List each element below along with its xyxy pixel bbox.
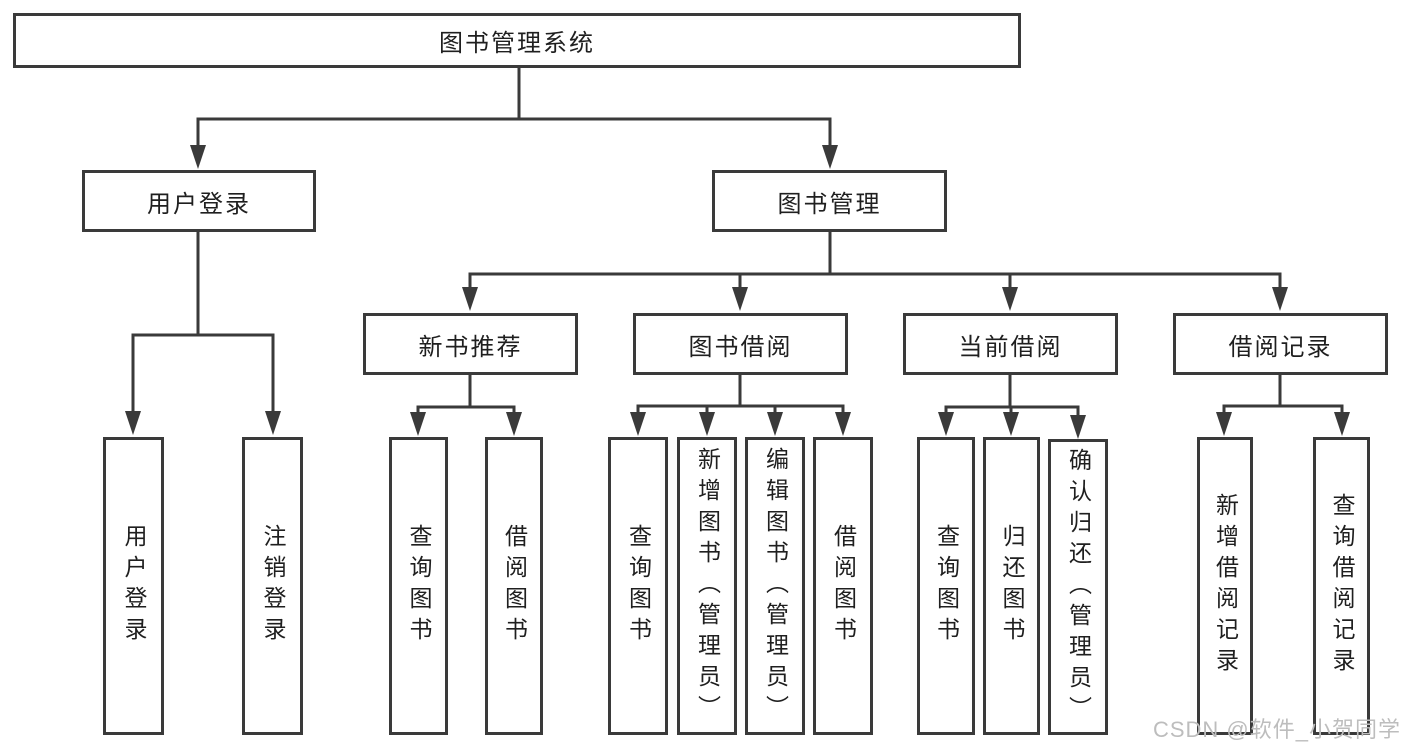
leaf-borrow-books-recommend-label: 借阅图书	[501, 524, 528, 648]
leaf-borrow-books-recommend: 借阅图书	[485, 437, 543, 735]
leaf-confirm-return-admin: 确认归还（管理员）	[1048, 439, 1108, 735]
node-borrow-records: 借阅记录	[1173, 313, 1388, 375]
node-current-borrow: 当前借阅	[903, 313, 1118, 375]
leaf-query-books-recommend: 查询图书	[389, 437, 448, 735]
leaf-query-books-recommend-label: 查询图书	[406, 524, 432, 648]
node-user-login: 用户登录	[82, 170, 316, 232]
leaf-query-books-borrow-label: 查询图书	[625, 524, 652, 648]
leaf-query-books-borrow: 查询图书	[608, 437, 668, 735]
leaf-user-login-label: 用户登录	[121, 524, 147, 648]
leaf-add-book-admin-label: 新增图书（管理员）	[694, 446, 721, 726]
node-new-book-recommend: 新书推荐	[363, 313, 578, 375]
node-library-system: 图书管理系统	[13, 13, 1021, 68]
leaf-borrow-books: 借阅图书	[813, 437, 873, 735]
leaf-add-borrow-record: 新增借阅记录	[1197, 437, 1253, 735]
leaf-query-books-current: 查询图书	[917, 437, 975, 735]
leaf-edit-book-admin-label: 编辑图书（管理员）	[762, 446, 789, 726]
leaf-return-book-label: 归还图书	[999, 524, 1025, 648]
leaf-query-borrow-record-label: 查询借阅记录	[1329, 493, 1355, 679]
leaf-user-login: 用户登录	[103, 437, 164, 735]
leaf-query-borrow-record: 查询借阅记录	[1313, 437, 1370, 735]
leaf-logout-label: 注销登录	[260, 524, 286, 648]
leaf-logout: 注销登录	[242, 437, 303, 735]
leaf-edit-book-admin: 编辑图书（管理员）	[745, 437, 805, 735]
leaf-add-borrow-record-label: 新增借阅记录	[1212, 493, 1239, 679]
leaf-confirm-return-admin-label: 确认归还（管理员）	[1065, 447, 1092, 727]
leaf-borrow-books-label: 借阅图书	[830, 524, 857, 648]
leaf-query-books-current-label: 查询图书	[933, 524, 960, 648]
leaf-return-book: 归还图书	[983, 437, 1040, 735]
node-book-borrow: 图书借阅	[633, 313, 848, 375]
csdn-watermark: CSDN @软件_小贺同学	[1152, 717, 1401, 742]
leaf-add-book-admin: 新增图书（管理员）	[677, 437, 737, 735]
node-book-management: 图书管理	[712, 170, 947, 232]
